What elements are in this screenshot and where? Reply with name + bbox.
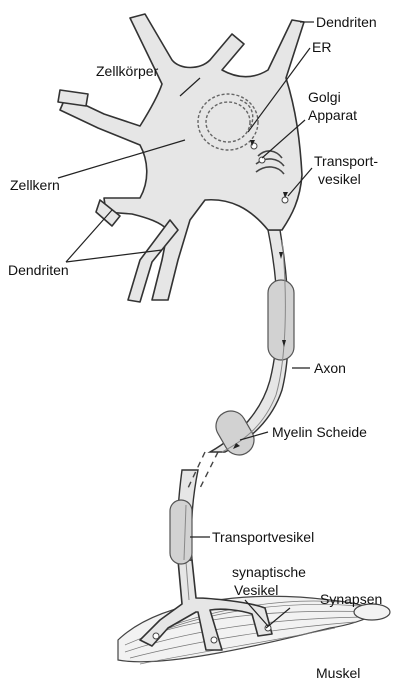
- label-golgi-line2: Apparat: [308, 107, 357, 123]
- label-dendriten-top: Dendriten: [316, 14, 377, 30]
- label-transportvesikel: Transportvesikel: [212, 529, 314, 545]
- label-zellkoerper: Zellkörper: [96, 63, 159, 79]
- synaptic-vesicle: [153, 633, 159, 639]
- label-syn-vesikel-line1: synaptische: [232, 564, 306, 580]
- label-myelin-scheide: Myelin Scheide: [272, 424, 367, 440]
- label-syn-vesikel-line2: Vesikel: [234, 582, 278, 598]
- myelin-segment-1: [268, 280, 294, 360]
- axon-lower: [170, 470, 198, 564]
- label-golgi-line1: Golgi: [308, 89, 341, 105]
- label-transport-line1: Transport-: [314, 153, 378, 169]
- label-er: ER: [312, 39, 331, 55]
- label-transport-line2: vesikel: [318, 171, 361, 187]
- synaptic-vesicle: [211, 637, 217, 643]
- label-muskel: Muskel: [316, 665, 360, 681]
- label-axon: Axon: [314, 360, 346, 376]
- label-synapsen: Synapsen: [320, 591, 382, 607]
- myelin-sheath: [170, 500, 192, 564]
- label-dendriten-left: Dendriten: [8, 262, 69, 278]
- label-zellkern: Zellkern: [10, 177, 60, 193]
